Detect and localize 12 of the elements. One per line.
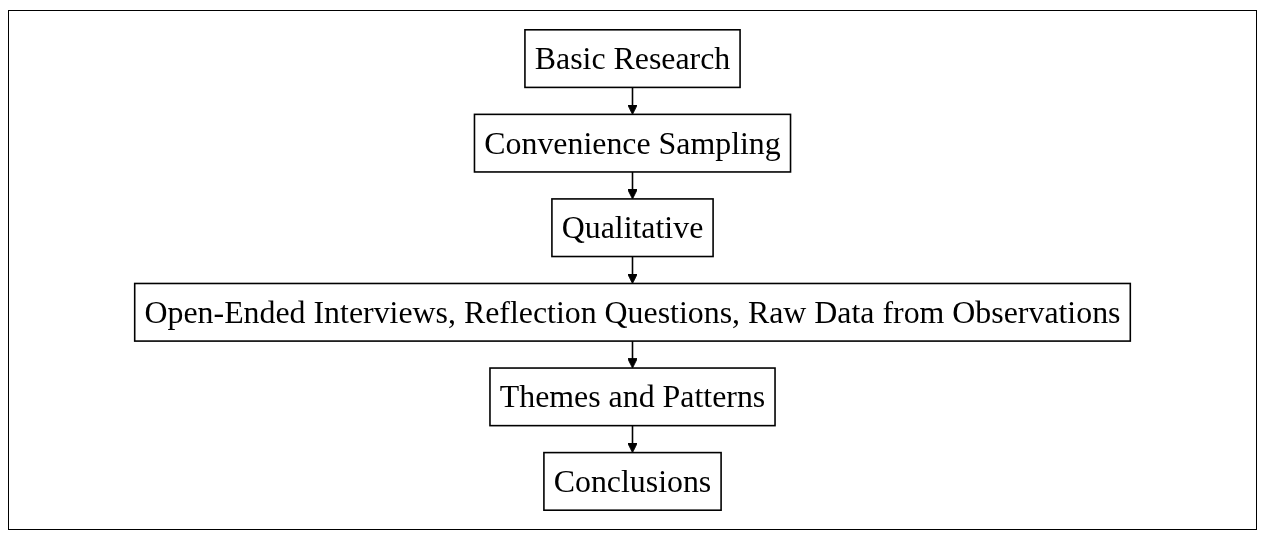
- node-box: [551, 198, 714, 258]
- arrow: [627, 340, 638, 369]
- frame-border: Basic Research Convenience Sampling Qualitative Open-Ended Interviews, Reflection Questions, Raw Data from Observations Themes and Patterns Conclusions: [8, 10, 1257, 530]
- node-box: [524, 29, 741, 89]
- node-box: [543, 451, 722, 511]
- arrow: [627, 424, 638, 454]
- node-box: [133, 282, 1132, 342]
- arrow: [627, 171, 638, 200]
- node-box: [473, 113, 792, 173]
- arrow: [627, 255, 638, 284]
- node-box: [489, 367, 776, 427]
- arrow: [627, 86, 638, 115]
